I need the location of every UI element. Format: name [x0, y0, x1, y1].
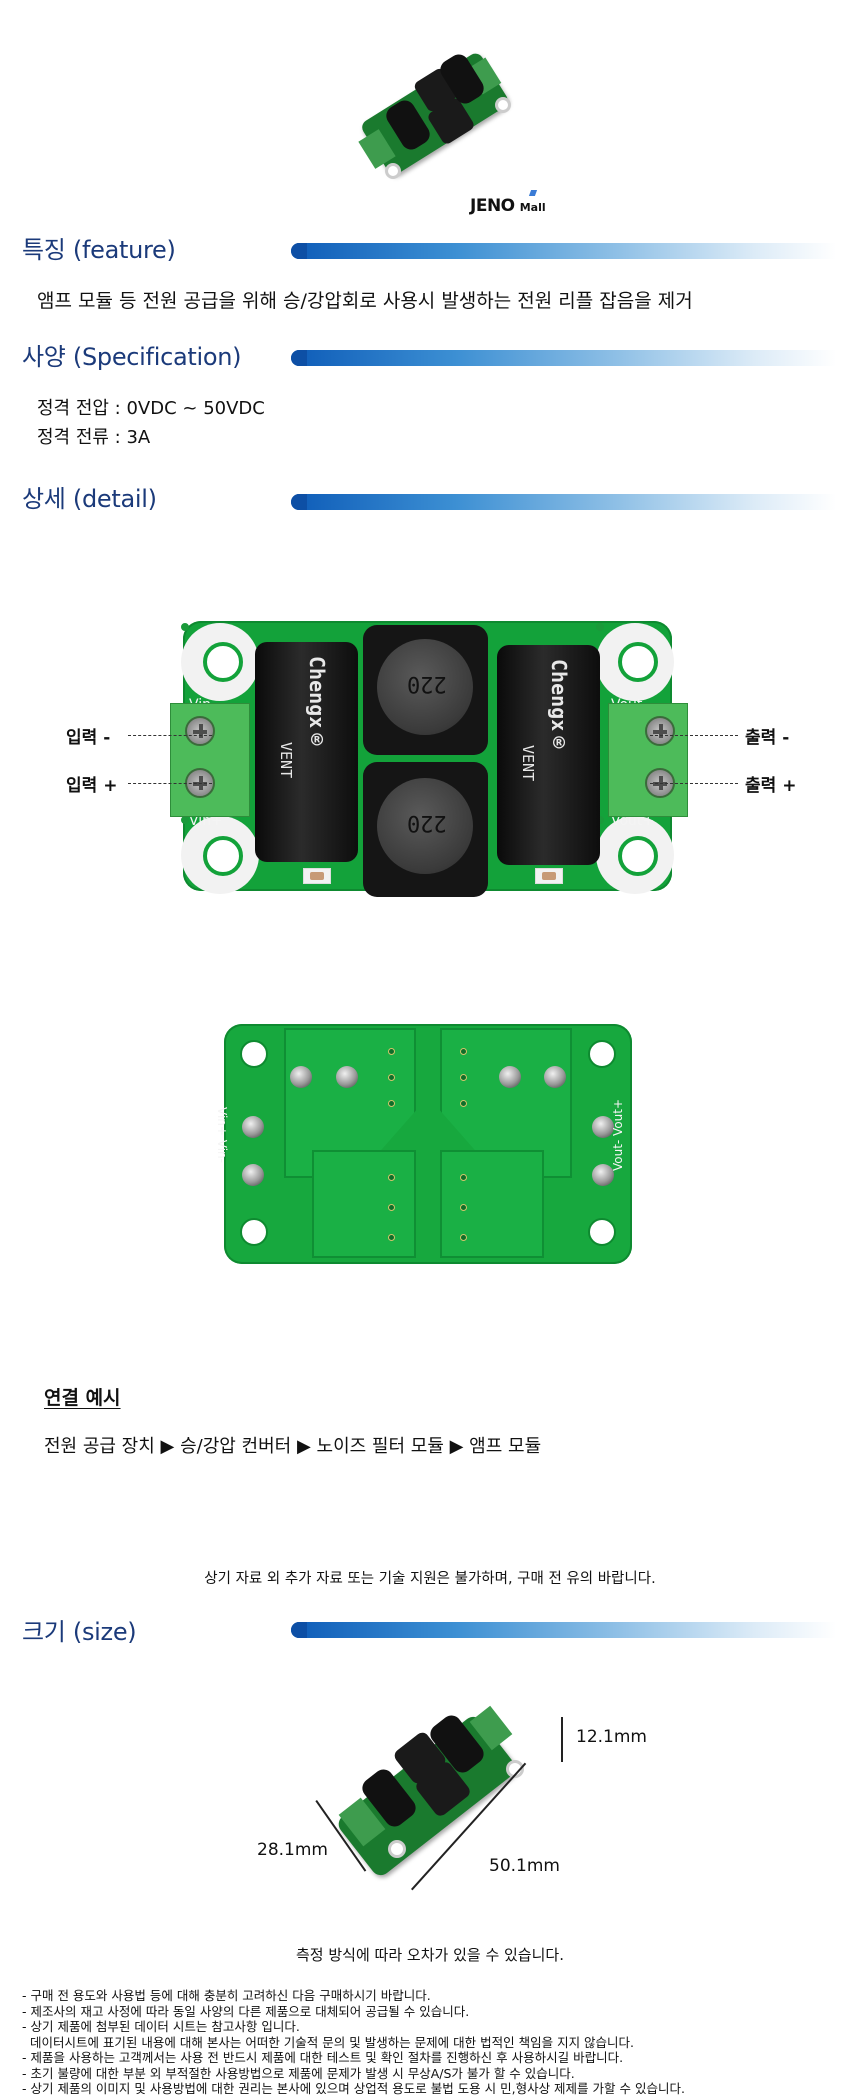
power-inductor-top: 220	[363, 625, 488, 755]
solder-joint	[592, 1164, 614, 1186]
capacitor-brand-label: Chengx®	[305, 656, 329, 753]
via	[460, 1100, 467, 1107]
dimension-label-width: 28.1mm	[257, 1840, 328, 1860]
copper-pour-bottom-left	[312, 1150, 416, 1258]
section-divider-bar	[291, 243, 836, 259]
label-output-plus: 출력 +	[745, 776, 797, 796]
notice-item: - 제조사의 재고 사정에 따라 동일 사양의 다른 제품으로 대체되어 공급될…	[22, 2003, 470, 2019]
capacitor-vent-label: VENT	[519, 745, 537, 782]
section-divider-bar	[291, 350, 836, 366]
connection-chain: 전원 공급 장치 ▶ 승/강압 컨버터 ▶ 노이즈 필터 모듈 ▶ 앰프 모듈	[44, 1436, 542, 1457]
capacitor-brand-label: Chengx®	[547, 659, 571, 756]
brand-logo: JENO Mall	[470, 190, 546, 216]
dimension-line-height	[561, 1717, 563, 1762]
via	[388, 1234, 395, 1241]
electrolytic-capacitor-right: Chengx® VENT	[497, 645, 600, 865]
notice-item: - 초기 불량에 대한 부분 외 부적절한 사용방법으로 제품에 문제가 발생 …	[22, 2065, 575, 2081]
input-terminal-block	[170, 703, 250, 817]
power-inductor-bottom: 220	[363, 762, 488, 897]
spec-rated-current: 정격 전류 : 3A	[37, 427, 151, 448]
label-input-plus: 입력 +	[66, 776, 118, 796]
size-tolerance-note: 측정 방식에 따라 오차가 있을 수 있습니다.	[296, 1946, 564, 1964]
solder-joint	[336, 1066, 358, 1088]
solder-joint	[290, 1066, 312, 1088]
feature-description: 앰프 모듈 등 전원 공급을 위해 승/강압회로 사용시 발생하는 전원 리플 …	[37, 290, 693, 312]
brand-logo-mark-icon	[528, 190, 538, 196]
output-minus-screw[interactable]	[645, 716, 675, 746]
solder-joint	[544, 1066, 566, 1088]
mounting-hole-inner	[618, 642, 658, 682]
section-divider-bar	[291, 1622, 836, 1638]
via	[388, 1174, 395, 1181]
mounting-hole	[240, 1218, 268, 1246]
smd-capacitor-left	[303, 868, 331, 884]
section-divider-bar	[291, 494, 836, 510]
silk-vout-plus: Vout+	[611, 813, 655, 829]
label-input-minus: 입력 -	[66, 728, 111, 748]
label-output-minus: 출력 -	[745, 728, 790, 748]
notice-item: - 상기 제품의 이미지 및 사용방법에 대한 권리는 본사에 있으며 상업적 …	[22, 2081, 685, 2096]
inductor-value: 220	[407, 671, 447, 696]
notice-item: - 상기 제품에 첨부된 데이터 시트는 참고사항 입니다.	[22, 2019, 300, 2034]
back-silk-vin: Vin+ Vin-	[214, 1107, 229, 1163]
solder-joint	[592, 1116, 614, 1138]
section-title-feature: 특징 (feature)	[22, 236, 176, 264]
section-title-detail: 상세 (detail)	[22, 485, 157, 513]
size-hole-left	[388, 1840, 406, 1858]
back-silk-vout: Vout- Vout+	[611, 1098, 626, 1172]
output-terminal-block	[608, 703, 688, 817]
inductor-value: 220	[407, 810, 447, 835]
via	[388, 1074, 395, 1081]
via	[388, 1100, 395, 1107]
via	[388, 1048, 395, 1055]
mounting-hole-inner	[203, 836, 243, 876]
brand-logo-main: JENO	[470, 196, 515, 216]
mounting-hole	[240, 1040, 268, 1068]
notice-item: - 제품을 사용하는 고객께서는 사용 전 반드시 제품에 대한 테스트 및 확…	[22, 2050, 624, 2065]
connection-example-title: 연결 예시	[44, 1387, 121, 1409]
dimension-label-length: 50.1mm	[489, 1856, 560, 1876]
section-title-specification: 사양 (Specification)	[22, 343, 242, 371]
notice-item: 데이터시트에 표기된 내용에 대해 본사는 어떠한 기술적 문의 및 발생하는 …	[22, 2034, 635, 2050]
mounting-hole	[588, 1218, 616, 1246]
leader-line	[128, 783, 212, 784]
section-title-size: 크기 (size)	[22, 1618, 137, 1646]
copper-pour-bottom-right	[440, 1150, 544, 1258]
via	[388, 1204, 395, 1211]
size-hole-right	[506, 1760, 524, 1778]
capacitor-vent-label: VENT	[277, 742, 295, 779]
dimension-label-height: 12.1mm	[576, 1727, 647, 1747]
inductor-core	[377, 639, 473, 735]
size-product-image	[330, 1700, 524, 1880]
product-hero-image	[345, 45, 520, 185]
solder-joint	[499, 1066, 521, 1088]
leader-line	[650, 783, 738, 784]
smd-capacitor-right	[535, 868, 563, 884]
notice-list: - 구매 전 용도와 사용법 등에 대해 충분히 고려하신 다음 구매하시기 바…	[22, 1988, 842, 2097]
pcb-back-view: Vin+ Vin- Vout- Vout+	[215, 1024, 632, 1264]
via	[460, 1048, 467, 1055]
via	[460, 1174, 467, 1181]
solder-joint	[242, 1116, 264, 1138]
mounting-hole-inner	[203, 642, 243, 682]
via	[460, 1204, 467, 1211]
inductor-core	[377, 778, 473, 874]
support-notice: 상기 자료 외 추가 자료 또는 기술 지원은 불가하며, 구매 전 유의 바랍…	[204, 1571, 656, 1587]
brand-logo-sub: Mall	[519, 201, 546, 214]
electrolytic-capacitor-left: Chengx® VENT	[255, 642, 358, 862]
mounting-hole	[588, 1040, 616, 1068]
spec-rated-voltage: 정격 전압 : 0VDC ~ 50VDC	[37, 398, 265, 419]
leader-line	[128, 735, 212, 736]
mounting-hole-inner	[618, 836, 658, 876]
hero-hole-right	[495, 97, 511, 113]
hero-hole-left	[385, 163, 401, 179]
leader-line	[650, 735, 738, 736]
solder-joint	[242, 1164, 264, 1186]
silk-vin-plus: Vin+	[189, 813, 223, 829]
notice-item: - 구매 전 용도와 사용법 등에 대해 충분히 고려하신 다음 구매하시기 바…	[22, 1988, 431, 2003]
via	[460, 1074, 467, 1081]
via	[460, 1234, 467, 1241]
input-minus-screw[interactable]	[185, 716, 215, 746]
